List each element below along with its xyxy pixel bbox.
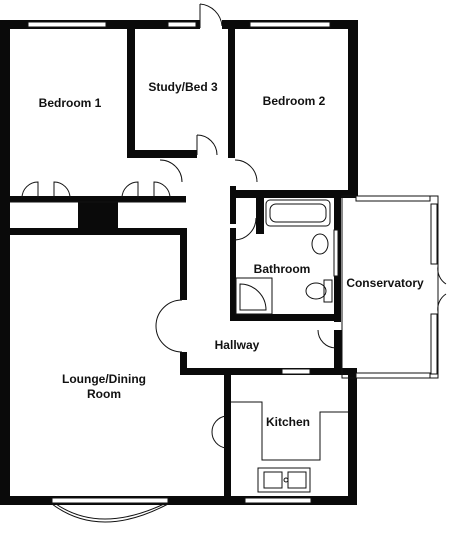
room-label-bedroom1: Bedroom 1 bbox=[39, 96, 102, 110]
room-label-kitchen: Kitchen bbox=[266, 415, 310, 429]
kitchen-fittings bbox=[231, 401, 348, 493]
room-label-lounge-line1: Lounge/Dining bbox=[62, 372, 146, 386]
wardrobes bbox=[10, 181, 186, 203]
internal-doors bbox=[155, 134, 337, 449]
bay-window bbox=[51, 497, 169, 523]
room-label-bedroom2: Bedroom 2 bbox=[263, 94, 326, 108]
room-label-conservatory: Conservatory bbox=[346, 276, 424, 290]
windows bbox=[27, 21, 339, 504]
front-door bbox=[199, 3, 223, 28]
room-label-lounge-line2: Room bbox=[87, 387, 121, 401]
conservatory-structure bbox=[341, 195, 447, 379]
bathroom-fittings bbox=[235, 199, 333, 315]
room-label-bathroom: Bathroom bbox=[254, 262, 311, 276]
walls bbox=[0, 20, 358, 505]
room-labels: Bedroom 1 Study/Bed 3 Bedroom 2 Bathroom… bbox=[39, 80, 424, 429]
room-label-hallway: Hallway bbox=[215, 338, 260, 352]
room-label-study: Study/Bed 3 bbox=[148, 80, 218, 94]
